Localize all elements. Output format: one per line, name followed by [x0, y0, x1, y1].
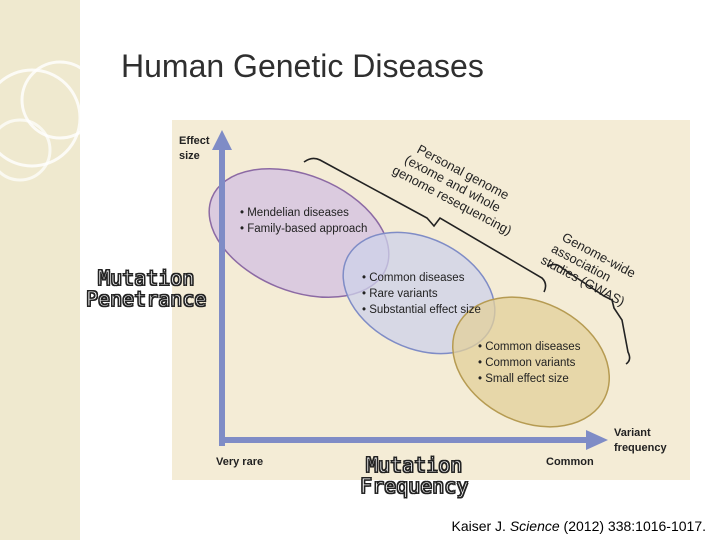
y-axis-label-line1: Effect: [179, 135, 210, 147]
x-tick-very-rare: Very rare: [216, 456, 263, 468]
decorative-circles: [0, 60, 100, 182]
rare-bullet-3: • Substantial effect size: [362, 304, 481, 316]
rare-bullet-2: • Rare variants: [362, 288, 438, 300]
personal-genome-brace: [303, 157, 547, 293]
decorative-left-strip: [0, 0, 100, 540]
x-axis-arrowhead: [586, 430, 608, 450]
x-axis-label-line1: Variant: [614, 427, 651, 439]
rare-bullet-1: • Common diseases: [362, 272, 465, 284]
mutation-frequency-line1: Mutation: [366, 453, 463, 477]
citation-author: Kaiser J.: [451, 518, 506, 534]
common-bullet-2: • Common variants: [478, 357, 576, 369]
y-axis-arrowhead: [212, 130, 232, 150]
y-axis-label-line2: size: [179, 150, 200, 162]
mutation-penetrance-line1: Mutation: [98, 266, 195, 290]
slide-title: Human Genetic Diseases: [121, 48, 484, 84]
x-axis-label-line2: frequency: [614, 442, 667, 454]
citation-details: (2012) 338:1016-1017.: [563, 518, 706, 534]
common-variant-ellipse: [451, 296, 611, 428]
common-bullet-3: • Small effect size: [478, 373, 569, 385]
genetic-architecture-figure: Effect size Variant frequency Very rare …: [172, 120, 690, 480]
x-tick-common: Common: [546, 456, 594, 468]
citation: Kaiser J. Science (2012) 338:1016-1017.: [451, 518, 706, 534]
mutation-penetrance-label: Mutation Penetrance: [85, 266, 207, 311]
common-bullet-1: • Common diseases: [478, 341, 581, 353]
mendelian-bullet-2: • Family-based approach: [240, 223, 367, 235]
mendelian-bullet-1: • Mendelian diseases: [240, 207, 349, 219]
citation-journal: Science: [509, 518, 560, 534]
mutation-frequency-label: Mutation Frequency: [359, 453, 469, 498]
mutation-penetrance-line2: Penetrance: [85, 287, 207, 311]
figure-canvas: Effect size Variant frequency Very rare …: [179, 130, 667, 468]
mutation-frequency-line2: Frequency: [359, 474, 469, 498]
gwas-brace: [547, 263, 631, 365]
